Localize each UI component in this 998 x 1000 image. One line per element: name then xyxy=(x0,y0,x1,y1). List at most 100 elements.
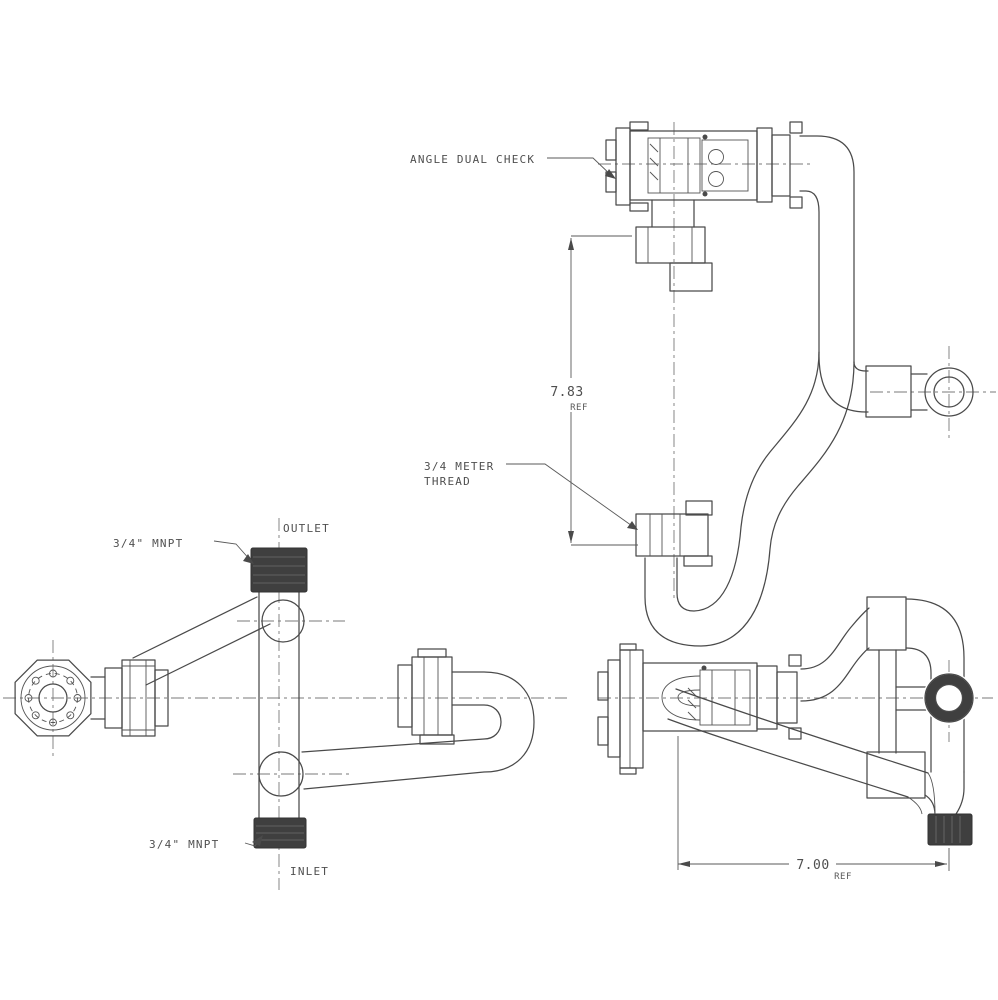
width-dim-arrow-right xyxy=(935,861,947,867)
check-poppet-2 xyxy=(708,171,724,187)
flange-lug-top xyxy=(605,139,617,161)
left-elevation-view xyxy=(14,547,535,849)
lower-right-view xyxy=(597,596,975,846)
angle-dual-check-label: ANGLE DUAL CHECK xyxy=(410,153,535,166)
coupling-ring-1 xyxy=(756,127,773,203)
inlet-label: INLET xyxy=(290,865,329,878)
branch-bottom-edge xyxy=(818,354,869,413)
swivel-stub xyxy=(910,373,928,411)
coupling-tab-top xyxy=(789,121,803,134)
flange-profile xyxy=(615,127,631,206)
centerlines xyxy=(3,122,996,890)
front-flange-tab-bottom xyxy=(619,767,637,775)
outlet-thread-fitting xyxy=(250,547,308,593)
bolt-circle xyxy=(28,673,78,723)
front-inner-bend-inner xyxy=(677,689,701,707)
front-inner-cartridge xyxy=(699,669,751,726)
valve-inner-walls xyxy=(659,138,689,193)
height-dimension-value: 7.83 xyxy=(550,385,583,400)
front-inlet-thread-hatch xyxy=(935,816,961,843)
angle-dual-check-arrowhead xyxy=(605,169,616,179)
front-elbow-left xyxy=(924,794,936,816)
check-poppet-1 xyxy=(708,149,724,165)
inlet-fitting-mnpt xyxy=(253,817,307,849)
mnpt-outlet-label: 3/4" MNPT xyxy=(113,537,183,550)
inlet-thread-hatch xyxy=(256,825,304,841)
angle-dual-check-leader xyxy=(547,157,614,178)
bypass-u-pipe xyxy=(301,671,535,790)
meter-thread-label-line1: 3/4 METER xyxy=(424,460,494,473)
seal-dot-bottom xyxy=(702,191,708,197)
front-inlet-thread-fitting xyxy=(927,813,973,846)
meter-nut-upper-view xyxy=(635,500,713,567)
front-top-coupling xyxy=(866,596,907,651)
front-pipe-end-ring xyxy=(923,672,975,724)
front-circle-stub xyxy=(895,686,927,711)
front-yoke-bar xyxy=(878,649,897,754)
top-meter-thread-stub xyxy=(669,262,713,292)
meter-thread-label-line2: THREAD xyxy=(424,475,471,488)
front-right-pipe-outer xyxy=(905,598,965,773)
diag-pipe-top xyxy=(675,688,929,774)
outlet-label: OUTLET xyxy=(283,522,330,535)
outlet-elbow-pipe xyxy=(799,135,974,418)
height-dimension-ref: REF xyxy=(570,403,588,413)
s-pipe-outer-edge xyxy=(644,361,855,647)
bolt-marks xyxy=(24,669,82,727)
width-dimension: 7.00 REF xyxy=(677,736,950,882)
meter-nut-tab-top-2 xyxy=(685,500,713,516)
front-upper-pipe-top xyxy=(800,607,870,670)
meter-nut-left xyxy=(397,648,455,745)
meter-nut-body-2 xyxy=(635,513,709,557)
inlet-outlet-riser xyxy=(258,591,304,819)
valve-body-left xyxy=(90,659,169,737)
flange-face-circle xyxy=(20,665,86,731)
flange-tab-top xyxy=(629,121,649,131)
width-dim-arrow-left xyxy=(678,861,690,867)
front-coupling-ring-1 xyxy=(756,665,778,730)
front-coupling-tab-top xyxy=(788,654,802,667)
s-pipe-inner-edge xyxy=(676,351,820,612)
front-inner-walls xyxy=(711,670,736,725)
riser-pipe-walls xyxy=(258,591,300,819)
check-cartridge xyxy=(701,139,749,192)
top-meter-nut-flats xyxy=(647,227,693,263)
front-upper-pipe-bottom xyxy=(800,647,870,702)
mnpt-inlet-arrowhead xyxy=(252,835,263,846)
mnpt-outlet-arrowhead xyxy=(243,554,254,564)
lower-elbow-socket xyxy=(258,751,304,797)
coupling-ring-2 xyxy=(771,134,791,197)
swivel-coupling xyxy=(865,365,912,418)
flange-end-view xyxy=(14,659,92,737)
front-coupling-ring-2 xyxy=(776,671,798,724)
front-flange-lug-2 xyxy=(597,716,609,746)
diag-pipe-merge xyxy=(907,772,936,815)
elbow-outer-edge xyxy=(799,135,855,363)
coupling-tab-bottom xyxy=(789,196,803,209)
mnpt-inlet-label: 3/4" MNPT xyxy=(149,838,219,851)
elbow-inner-edge xyxy=(799,190,820,356)
front-upper-pipe xyxy=(800,596,965,773)
u-pipe-inner xyxy=(301,704,502,753)
front-flange-profile xyxy=(597,643,644,775)
outlet-thread-hatch xyxy=(253,556,305,584)
upper-elbow-socket xyxy=(261,599,305,643)
meter-thread-arrowhead xyxy=(627,521,638,530)
seal-dot-top xyxy=(702,134,708,140)
flange-tab-bottom xyxy=(629,202,649,212)
front-flange-ring xyxy=(607,659,621,758)
meter-nut-flats xyxy=(423,657,439,735)
front-body-hatch xyxy=(687,687,697,721)
top-meter-nut xyxy=(635,226,706,264)
meter-nut-bottom-tab xyxy=(419,734,455,745)
front-outlet-coupling xyxy=(756,654,802,740)
height-dim-arrow-top xyxy=(568,238,574,250)
meter-thread-leader xyxy=(506,463,636,529)
u-pipe-outer xyxy=(303,671,535,790)
flange-hub-circle xyxy=(38,683,68,713)
angled-outlet-pipe xyxy=(132,596,305,686)
height-dimension: 7.83 REF xyxy=(550,235,638,546)
front-lower-coupling xyxy=(866,751,926,799)
front-right-pipe-inner xyxy=(905,647,932,773)
flange-neck xyxy=(90,676,106,720)
